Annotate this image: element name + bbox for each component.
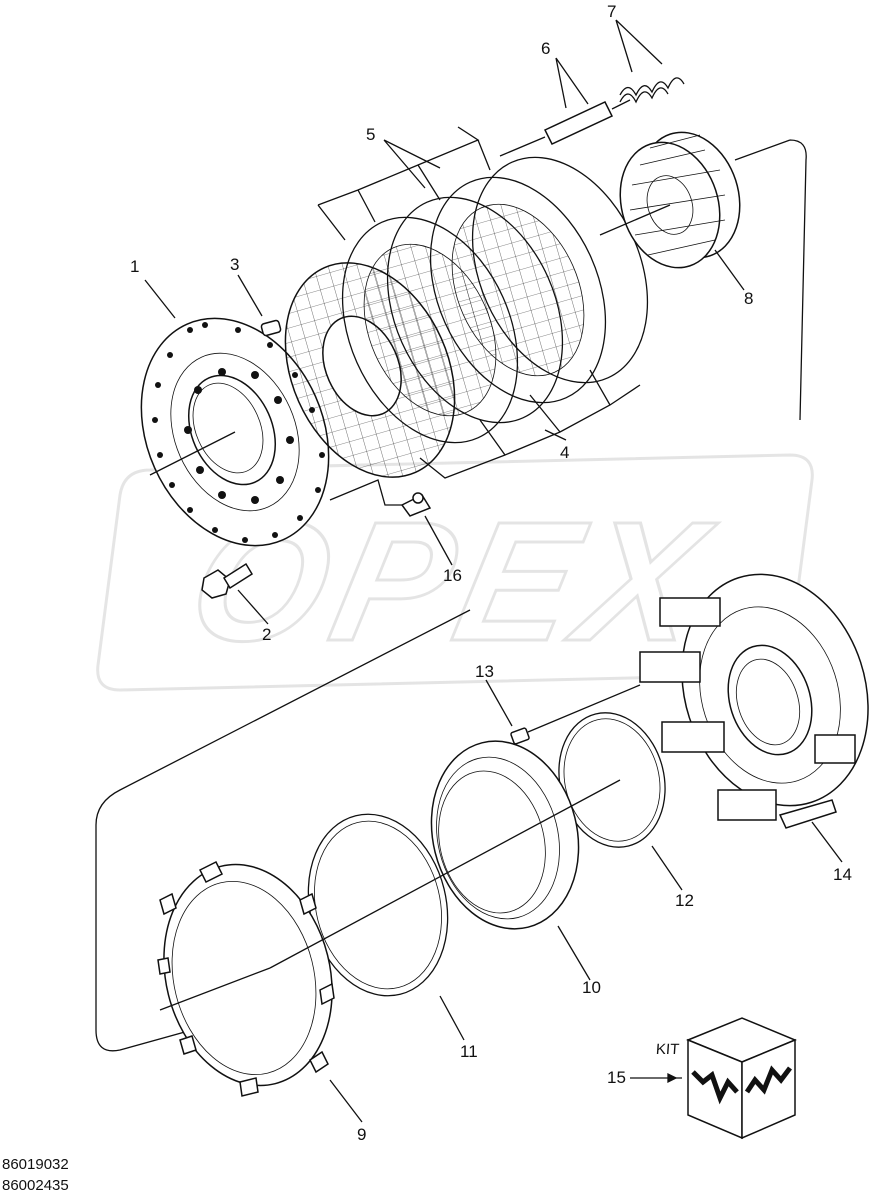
assembly-outline	[95, 139, 807, 1052]
callout-1: 1	[130, 257, 139, 276]
callout-14: 14	[833, 865, 852, 884]
callout-9: 9	[357, 1125, 366, 1144]
callout-16: 16	[443, 566, 462, 585]
part-9-retainer-plate	[157, 779, 621, 1097]
part-16-clip	[329, 479, 432, 517]
part-2-bolt	[201, 562, 254, 599]
part-13-pin	[510, 684, 641, 745]
callout-4: 4	[560, 443, 569, 462]
part-6-shaft	[499, 99, 631, 157]
callout-5: 5	[366, 125, 375, 144]
part-8-hub	[599, 131, 741, 269]
part-5-separator-plates	[317, 126, 649, 479]
callout-labels: 1 2 3 4 5 6 7 8 9 10 11 12 13 14 15 16	[130, 2, 852, 1144]
diagram-code-1: 86019032	[2, 1156, 69, 1173]
callout-12: 12	[675, 891, 694, 910]
part-14-piston-housing	[639, 573, 869, 829]
callout-10: 10	[582, 978, 601, 997]
part-10-piston	[430, 740, 580, 930]
kit-emblem-right	[744, 1065, 792, 1095]
part-3-pin	[260, 319, 282, 337]
kit-emblem-left	[691, 1070, 739, 1105]
callout-13: 13	[475, 662, 494, 681]
callout-7: 7	[607, 2, 616, 21]
callout-8: 8	[744, 289, 753, 308]
callout-15: 15	[607, 1068, 626, 1087]
part-7-spring	[619, 77, 685, 104]
part-1-backing-plate	[140, 317, 330, 547]
callout-11: 11	[460, 1042, 478, 1061]
kit-label: KIT	[655, 1041, 680, 1058]
callout-3: 3	[230, 255, 239, 274]
part-15-kit-box: KIT	[655, 1017, 797, 1140]
callout-2: 2	[262, 625, 271, 644]
diagram-code-2: 86002435	[2, 1177, 69, 1194]
callout-6: 6	[541, 39, 550, 58]
leader-lines	[144, 19, 843, 1123]
